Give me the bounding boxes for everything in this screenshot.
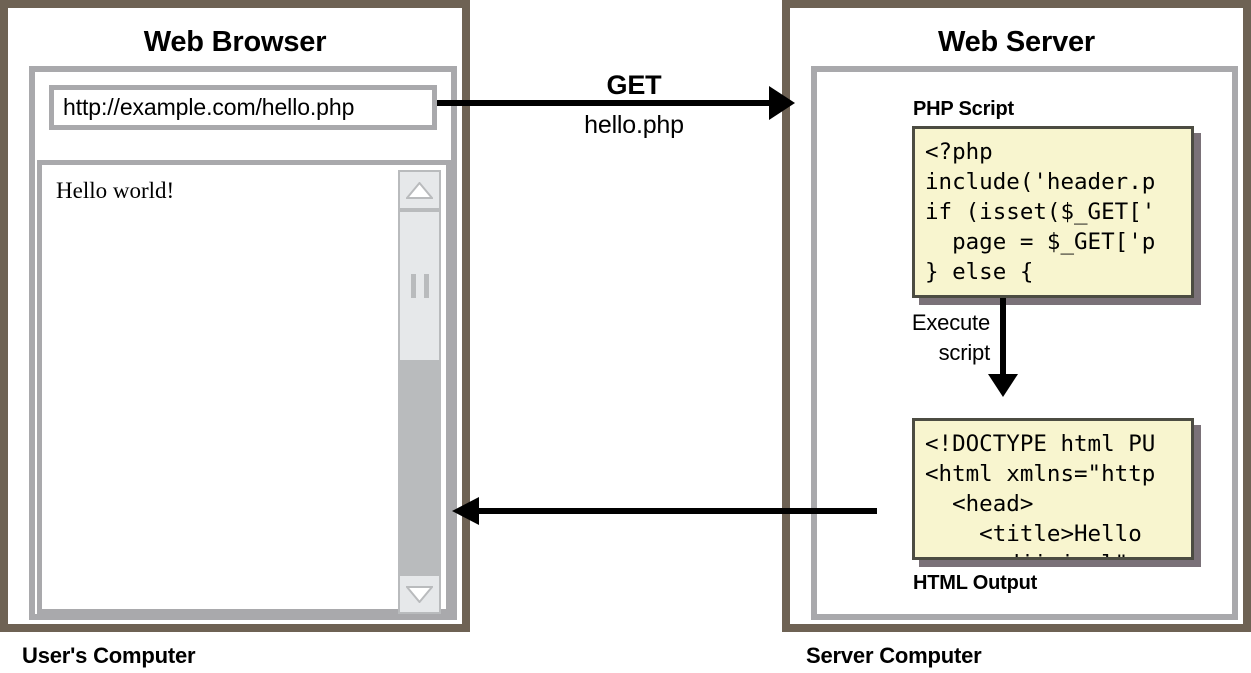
server-computer-box: Web Server PHP Script <?php include('hea…: [782, 0, 1251, 632]
web-browser-title: Web Browser: [143, 26, 327, 58]
arrow-left-icon: [452, 497, 479, 525]
browser-viewport: Hello world!: [37, 160, 451, 614]
scrollbar-thumb[interactable]: [400, 212, 439, 360]
execute-script-label: Execute script: [860, 308, 990, 368]
url-input[interactable]: http://example.com/hello.php: [63, 94, 355, 120]
rendered-page-text: Hello world!: [56, 178, 175, 203]
browser-window: http://example.com/hello.php Hello world…: [29, 66, 457, 620]
web-server-title: Web Server: [937, 26, 1096, 58]
server-window: PHP Script <?php include('header.p if (i…: [811, 66, 1238, 620]
response-arrow-line: [478, 508, 877, 514]
vertical-scrollbar[interactable]: [398, 170, 441, 614]
php-script-label: PHP Script: [913, 98, 1014, 120]
triangle-up-icon[interactable]: [398, 170, 441, 210]
execute-line-2: script: [938, 340, 991, 365]
php-script-code: <?php include('header.p if (isset($_GET[…: [912, 126, 1194, 298]
user-computer-box: Web Browser http://example.com/hello.php…: [0, 0, 470, 632]
arrow-right-icon: [769, 86, 795, 120]
request-verb-label: GET: [606, 70, 662, 100]
user-computer-caption: User's Computer: [22, 643, 196, 668]
execute-line-1: Execute: [911, 310, 990, 335]
url-address-bar[interactable]: http://example.com/hello.php: [49, 85, 437, 130]
arrow-down-icon: [988, 374, 1018, 397]
triangle-down-icon[interactable]: [398, 574, 441, 614]
html-output-code: <!DOCTYPE html PU <html xmlns="http <hea…: [912, 418, 1194, 560]
server-computer-caption: Server Computer: [806, 643, 982, 668]
request-arrow-line: [437, 100, 777, 106]
execute-arrow-line: [1000, 298, 1006, 380]
html-output-label: HTML Output: [913, 572, 1038, 594]
request-file-label: hello.php: [584, 111, 684, 139]
grip-lines-icon: [410, 274, 429, 298]
